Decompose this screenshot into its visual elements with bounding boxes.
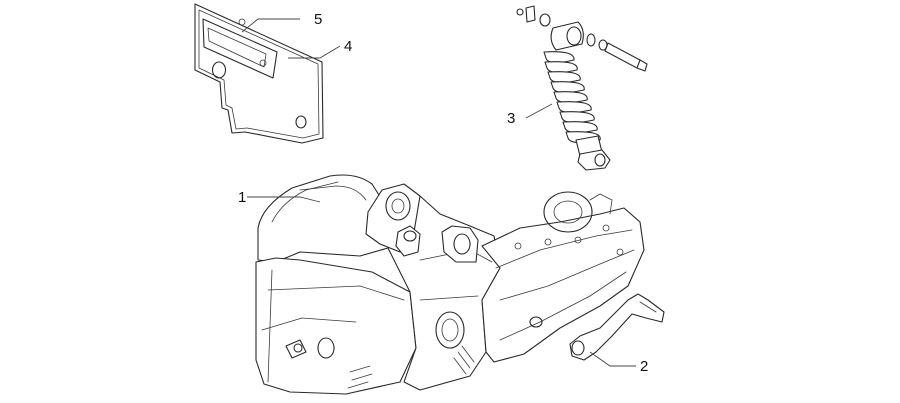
heat-shield [194, 3, 324, 144]
callout-3: 3 [507, 110, 515, 127]
shock-spring [543, 51, 601, 144]
heat-shield-plate [202, 18, 278, 79]
shock-absorber [516, 5, 648, 171]
callout-5: 5 [314, 11, 322, 28]
callout-4: 4 [344, 38, 352, 55]
leader-lines [241, 18, 636, 367]
callout-2: 2 [640, 358, 648, 375]
callout-1: 1 [238, 189, 246, 206]
engine [255, 174, 645, 395]
kickstart-lever [569, 293, 665, 361]
